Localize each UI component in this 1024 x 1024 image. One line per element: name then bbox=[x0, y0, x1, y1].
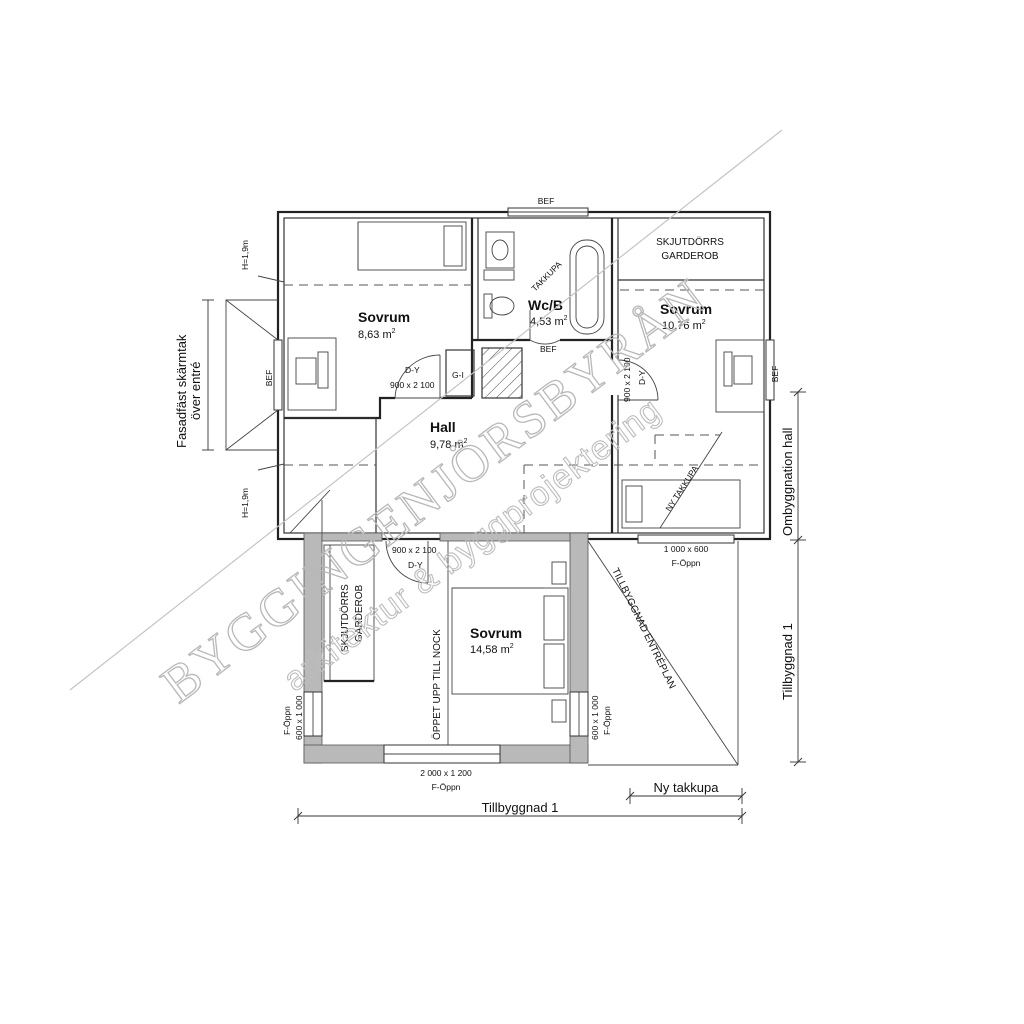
bedroom-1-area: 8,63 m2 bbox=[358, 328, 396, 341]
door-dy-3: D-Y bbox=[408, 560, 423, 570]
dim-tillbyggnad-right: Tillbyggnad 1 bbox=[780, 623, 795, 700]
takkupa-label: TAKKUPA bbox=[529, 259, 563, 293]
wardrobe-ext bbox=[323, 544, 375, 683]
dim-ny-takkupa-label: Ny takkupa bbox=[653, 780, 719, 795]
wardrobe-left-line1: SKJUTDÖRRS bbox=[339, 584, 351, 652]
bathtub bbox=[569, 239, 605, 335]
bedroom-2-name: Sovrum bbox=[660, 301, 712, 317]
bedroom-1-name: Sovrum bbox=[358, 309, 410, 325]
bed-1 bbox=[357, 221, 467, 271]
bedroom-3-name: Sovrum bbox=[470, 625, 522, 641]
takkupa-diagonal bbox=[659, 431, 723, 529]
wardrobe-left-line2: GARDEROB bbox=[354, 584, 365, 642]
canopy-line2: över entré bbox=[188, 361, 203, 420]
dashed-lines bbox=[284, 284, 764, 533]
bef-right-label: BEF bbox=[770, 366, 780, 383]
bedroom-3-area: 14,58 m2 bbox=[470, 643, 514, 656]
window-right-2 bbox=[765, 339, 775, 401]
sink bbox=[483, 231, 515, 281]
win-left-type: F-Öppn bbox=[282, 706, 292, 735]
interior-walls bbox=[284, 218, 764, 533]
door-size-1: 900 x 2 100 bbox=[390, 380, 435, 390]
window-left-1 bbox=[273, 339, 283, 411]
bathroom-name: Wc/B bbox=[528, 297, 563, 313]
window-top bbox=[507, 207, 589, 217]
canopy-line1: Fasadfäst skärmtak bbox=[174, 334, 189, 448]
bed-2 bbox=[621, 479, 741, 529]
window-bottom-right bbox=[637, 534, 735, 544]
win-bottom-size: 2 000 x 1 200 bbox=[420, 768, 472, 778]
entry-extension-outline bbox=[587, 540, 739, 766]
front-door bbox=[289, 489, 331, 534]
bathroom-area: 4,53 m2 bbox=[530, 315, 568, 328]
bef-left-label: BEF bbox=[264, 370, 274, 387]
win-right-size: 1 000 x 600 bbox=[664, 544, 709, 554]
wardrobe-top-line2: GARDEROB bbox=[661, 251, 719, 262]
win-bottom-type: F-Öppn bbox=[432, 782, 461, 792]
toilet bbox=[483, 293, 515, 319]
door-bedroom-1 bbox=[394, 354, 441, 399]
dim-ny-takkupa bbox=[625, 788, 747, 804]
ny-takkupa-diag: NY TAKKUPA bbox=[663, 464, 700, 514]
hall-area: 9,78 m2 bbox=[430, 438, 468, 451]
door-dy-2: D-Y bbox=[637, 370, 647, 385]
desk-2 bbox=[715, 339, 765, 413]
door-extension bbox=[385, 540, 429, 584]
door-bedroom-2 bbox=[617, 359, 659, 401]
door-size-2: 900 x 2 100 bbox=[622, 357, 632, 402]
extension-entry: TILLBYGGNAD ENTRÉPLAN bbox=[609, 566, 679, 691]
dim-right bbox=[790, 387, 806, 767]
height-bottom: H=1,9m bbox=[240, 488, 250, 518]
door-size-3: 900 x 2 100 bbox=[392, 545, 437, 555]
win-r2-size: 600 x 1 000 bbox=[590, 695, 600, 740]
canopy bbox=[202, 299, 279, 451]
door-gi: G-I bbox=[452, 370, 464, 380]
open-to-ridge: ÖPPET UPP TILL NOCK bbox=[431, 629, 443, 740]
door-bathroom bbox=[529, 310, 561, 345]
bed-3 bbox=[451, 561, 569, 723]
desk-1 bbox=[287, 337, 337, 411]
dim-bottom bbox=[293, 808, 747, 824]
win-right-type: F-Öppn bbox=[672, 558, 701, 568]
watermark-line bbox=[69, 129, 783, 691]
bef-top-label: BEF bbox=[538, 196, 555, 206]
dim-ombyggnation: Ombyggnation hall bbox=[780, 427, 795, 536]
dim-tillbyggnad-bottom: Tillbyggnad 1 bbox=[482, 800, 559, 815]
win-left-size: 600 x 1 000 bbox=[294, 695, 304, 740]
hall-name: Hall bbox=[430, 419, 456, 435]
bef-bath-label: BEF bbox=[540, 344, 557, 354]
bedroom-2-area: 10,76 m2 bbox=[662, 319, 706, 332]
win-r2-type: F-Öppn bbox=[602, 706, 612, 735]
door-dy-1: D-Y bbox=[405, 365, 420, 375]
height-top: H=1,9m bbox=[240, 240, 250, 270]
wardrobe-top-line1: SKJUTDÖRRS bbox=[656, 236, 724, 248]
